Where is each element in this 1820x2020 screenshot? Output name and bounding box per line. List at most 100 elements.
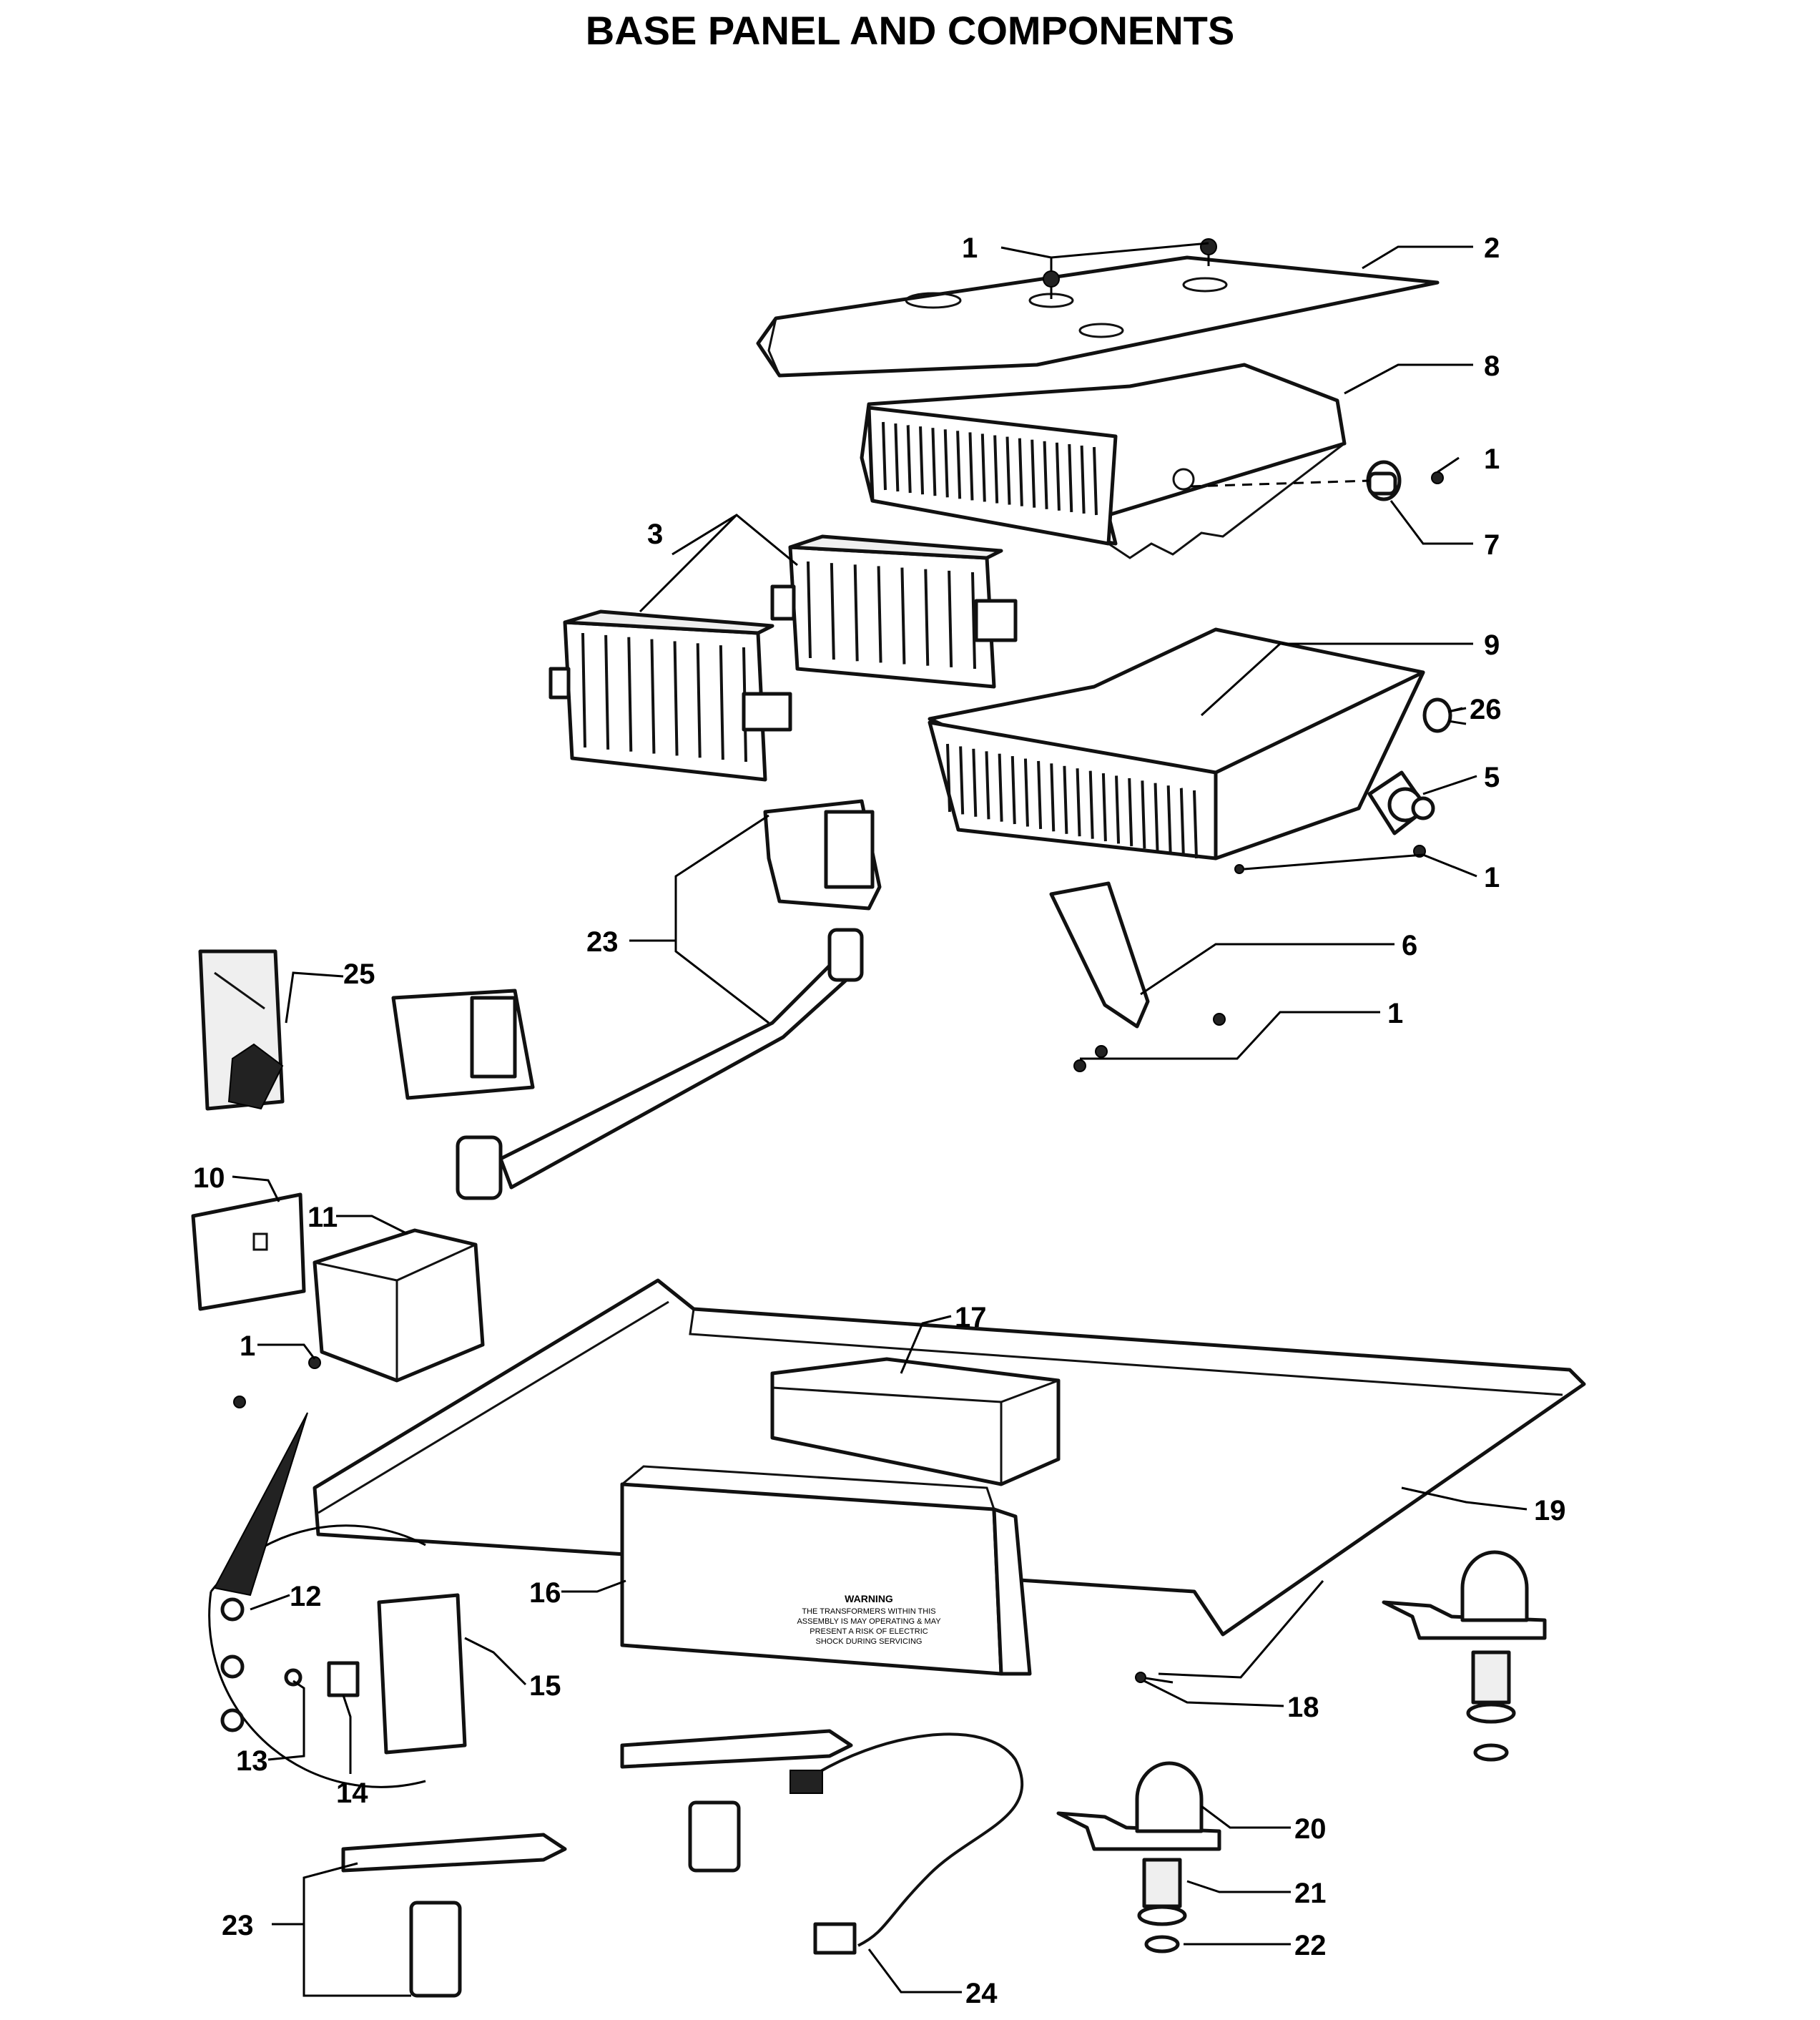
louver-slot [604,634,610,750]
callout-21: 21 [1294,1878,1327,1909]
louver-slot [1050,763,1056,832]
callout-18: 18 [1287,1692,1319,1723]
control-bracket [763,799,882,911]
callout-25: 25 [343,958,375,990]
slide-rail-center [620,1729,853,1873]
louver-slot [1063,765,1068,834]
callout-2: 2 [1484,232,1500,264]
louver-slot [1043,441,1048,509]
callout-6: 6 [1402,930,1417,961]
limit-switch-part-5 [1367,770,1435,858]
louver-slot [696,643,702,758]
louver-slot [993,435,999,504]
lower-louver-housing [928,627,1425,874]
slide-rail-lower-left [341,1833,567,1998]
louver-slot [959,746,965,815]
warning-line: SHOCK DURING SERVICING [816,1637,923,1646]
leveling-foot-right [1382,1550,1547,1762]
callout-3: 3 [647,519,663,550]
callout-22: 22 [1294,1930,1327,1961]
callout-23: 23 [222,1910,254,1941]
detail-inset-circle [208,1412,467,1788]
louver-slot [968,432,974,501]
louver-slot [1166,785,1172,854]
screw-part-18 [1135,1672,1174,1684]
handle-rod [456,928,864,1200]
callout-11: 11 [308,1202,338,1233]
parts-kit-bag [198,949,285,1111]
callout-14: 14 [336,1778,368,1809]
wire-harness-part-24 [790,1732,1024,1955]
louver-slot [1018,438,1023,506]
callout-1: 1 [240,1330,255,1362]
louver-slot [946,743,951,813]
louver-slot [985,751,990,820]
callout-1: 1 [962,232,978,264]
louver-slot [877,566,882,663]
louver-slot [830,563,835,660]
louver-slot [719,645,724,760]
callout-8: 8 [1484,350,1500,382]
louver-slot [627,637,633,752]
louver-slot [1154,783,1159,851]
upper-louver-shroud [860,363,1347,559]
louver-slot [650,639,656,754]
warning-heading: WARNING [845,1593,893,1604]
louver-slot [1193,790,1198,859]
louver-slot [1055,442,1061,511]
louver-slot [931,428,937,496]
callout-15: 15 [529,1670,561,1702]
diagram-title: BASE PANEL AND COMPONENTS [585,8,1235,53]
louver-slot [1115,775,1121,844]
louver-slot [882,421,887,491]
louver-slot [980,433,986,502]
louver-slot [924,569,930,666]
spare-heater-element [391,989,535,1100]
callout-17: 17 [955,1302,987,1333]
heater-assembly-left [549,609,792,782]
louver-slot [673,641,679,756]
callout-26: 26 [1470,694,1502,725]
louver-slot [1080,445,1086,514]
louver-slot [894,423,900,492]
callout-19: 19 [1534,1495,1566,1526]
warning-line: ASSEMBLY IS MAY OPERATING & MAY [797,1617,941,1626]
thermostat-part-26 [1422,697,1467,733]
callout-16: 16 [529,1577,561,1609]
callout-9: 9 [1484,629,1500,661]
callout-1: 1 [1484,443,1500,475]
heater-assembly-right [770,534,1018,689]
louver-slot [1005,436,1011,505]
louver-slot [1010,756,1016,825]
callout-1: 1 [1387,998,1403,1029]
louver-slot [1088,770,1094,839]
callout-1: 1 [1484,862,1500,893]
louver-slot [998,753,1003,822]
callout-13: 13 [236,1745,268,1777]
louver-slot [581,632,586,748]
callout-7: 7 [1484,529,1500,561]
callout-23: 23 [586,926,619,958]
louver-slot [1128,778,1133,846]
louver-slot [853,564,859,662]
callout-5: 5 [1484,762,1500,793]
leader-lines [232,242,1528,1997]
louver-slot [919,426,925,495]
louver-slot [948,570,953,667]
cover-plate-part-10 [191,1192,306,1311]
louver-slot [1030,439,1036,508]
callout-10: 10 [193,1162,225,1194]
warning-line: PRESENT A RISK OF ELECTRIC [810,1627,928,1636]
callout-20: 20 [1294,1813,1327,1845]
callout-labels: 1 2 8 1 7 3 9 26 5 1 23 6 25 1 10 11 1 1… [193,232,1566,2009]
louver-slot [807,561,812,659]
louver-slot [1068,443,1073,512]
transformer-box-part-16 [620,1465,1032,1676]
sensor-switch-part-7 [1366,460,1444,501]
tray-cover-part-17 [770,1357,1061,1486]
louver-slot [1179,788,1185,856]
louver-slot [1101,773,1107,842]
top-cover-panel [756,255,1440,378]
warning-line: THE TRANSFORMERS WITHIN THIS [802,1607,935,1616]
louver-slot [971,572,976,670]
